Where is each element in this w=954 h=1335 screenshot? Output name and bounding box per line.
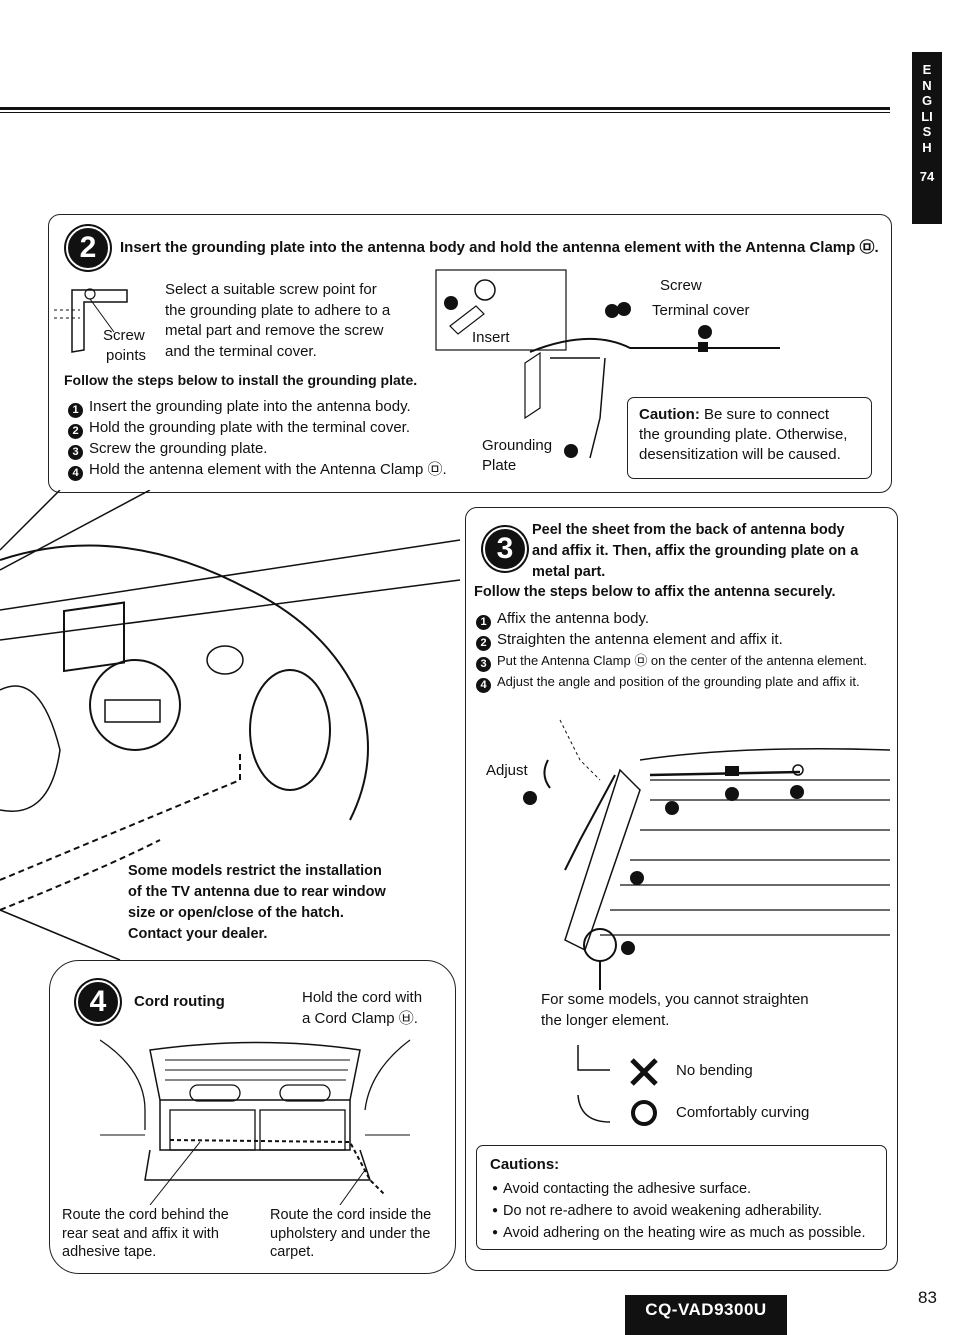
section3-note: For some models, you cannot straighten t…: [541, 989, 809, 1031]
right-caption-line3: carpet.: [270, 1243, 431, 1262]
caution-text: Caution: Be sure to connect the groundin…: [639, 405, 847, 465]
header-rule-thin: [0, 112, 890, 113]
screw-label-line2: points: [106, 346, 146, 366]
restrict-line2: of the TV antenna due to rear window: [128, 882, 386, 903]
section3-heading-line2: and affix it. Then, affix the grounding …: [532, 541, 858, 562]
intro-line1: Select a suitable screw point for: [165, 280, 390, 301]
model-badge: CQ-VAD9300U: [625, 1295, 787, 1335]
adjust-label: Adjust: [486, 761, 528, 780]
cautions-list: Avoid contacting the adhesive surface. D…: [492, 1178, 866, 1244]
hold-line1: Hold the cord with: [302, 987, 422, 1008]
header-rule: [0, 107, 890, 110]
section2-heading: Insert the grounding plate into the ante…: [120, 236, 879, 257]
screw-label: Screw: [660, 276, 702, 295]
caution-line1: Be sure to connect: [704, 406, 829, 423]
screw-label-line1: Screw: [103, 326, 146, 346]
caution-line3: desensitization will be caused.: [639, 445, 847, 465]
section4-right-caption: Route the cord inside the upholstery and…: [270, 1206, 431, 1262]
grounding-line1: Grounding: [482, 436, 552, 456]
restrict-line3: size or open/close of the hatch.: [128, 903, 386, 924]
insert-label: Insert: [472, 328, 510, 347]
section2-intro: Select a suitable screw point for the gr…: [165, 280, 390, 362]
left-caption-line2: rear seat and affix it with: [62, 1225, 229, 1244]
grounding-line2: Plate: [482, 456, 552, 476]
section2-follow: Follow the steps below to install the gr…: [64, 372, 417, 388]
language-tab-page: 74: [912, 169, 942, 184]
right-caption-line2: upholstery and under the: [270, 1225, 431, 1244]
caution-item-2: Do not re-adhere to avoid weakening adhe…: [492, 1200, 866, 1222]
note-line1: For some models, you cannot straighten: [541, 989, 809, 1010]
caution-label: Caution:: [639, 406, 700, 423]
section3-heading-line3: metal part.: [532, 562, 858, 583]
intro-line2: the grounding plate to adhere to a: [165, 301, 390, 322]
comfortably-curving-label: Comfortably curving: [676, 1103, 809, 1122]
section3-heading: Peel the sheet from the back of antenna …: [532, 520, 858, 583]
no-bending-example: [570, 1040, 670, 1130]
terminal-cover-label: Terminal cover: [652, 301, 750, 320]
left-caption-line3: adhesive tape.: [62, 1243, 229, 1262]
section3-number-badge: 3: [483, 527, 527, 571]
section4-number-badge: 4: [76, 980, 120, 1024]
restrict-line1: Some models restrict the installation: [128, 861, 386, 882]
section2-number-badge: 2: [66, 226, 110, 270]
section3-heading-line1: Peel the sheet from the back of antenna …: [532, 520, 858, 541]
rear-window-antenna-diagram: [520, 700, 890, 990]
section3-follow: Follow the steps below to affix the ante…: [474, 584, 836, 600]
section4-hold: Hold the cord with a Cord Clamp ㉥.: [302, 987, 422, 1029]
cautions-label: Cautions:: [490, 1156, 559, 1173]
intro-line4: and the terminal cover.: [165, 342, 390, 363]
page-number: 83: [918, 1288, 937, 1308]
rear-seat-illustration: [100, 1030, 420, 1205]
caution-line2: the grounding plate. Otherwise,: [639, 425, 847, 445]
language-tab-letters: ENGLISH: [921, 52, 933, 155]
no-bending-label: No bending: [676, 1061, 753, 1080]
restrict-line4: Contact your dealer.: [128, 924, 386, 945]
screw-points-label: Screw points: [103, 326, 146, 366]
caution-item-1: Avoid contacting the adhesive surface.: [492, 1178, 866, 1200]
restrict-note: Some models restrict the installation of…: [128, 861, 386, 945]
language-tab: ENGLISH 74: [912, 52, 942, 224]
right-caption-line1: Route the cord inside the: [270, 1206, 431, 1225]
caution-item-3: Avoid adhering on the heating wire as mu…: [492, 1222, 866, 1244]
left-caption-line1: Route the cord behind the: [62, 1206, 229, 1225]
note-line2: the longer element.: [541, 1010, 809, 1031]
hold-line2: a Cord Clamp ㉥.: [302, 1008, 422, 1029]
section4-heading: Cord routing: [134, 993, 225, 1010]
intro-line3: metal part and remove the screw: [165, 321, 390, 342]
section4-left-caption: Route the cord behind the rear seat and …: [62, 1206, 229, 1262]
grounding-plate-label: Grounding Plate: [482, 436, 552, 476]
